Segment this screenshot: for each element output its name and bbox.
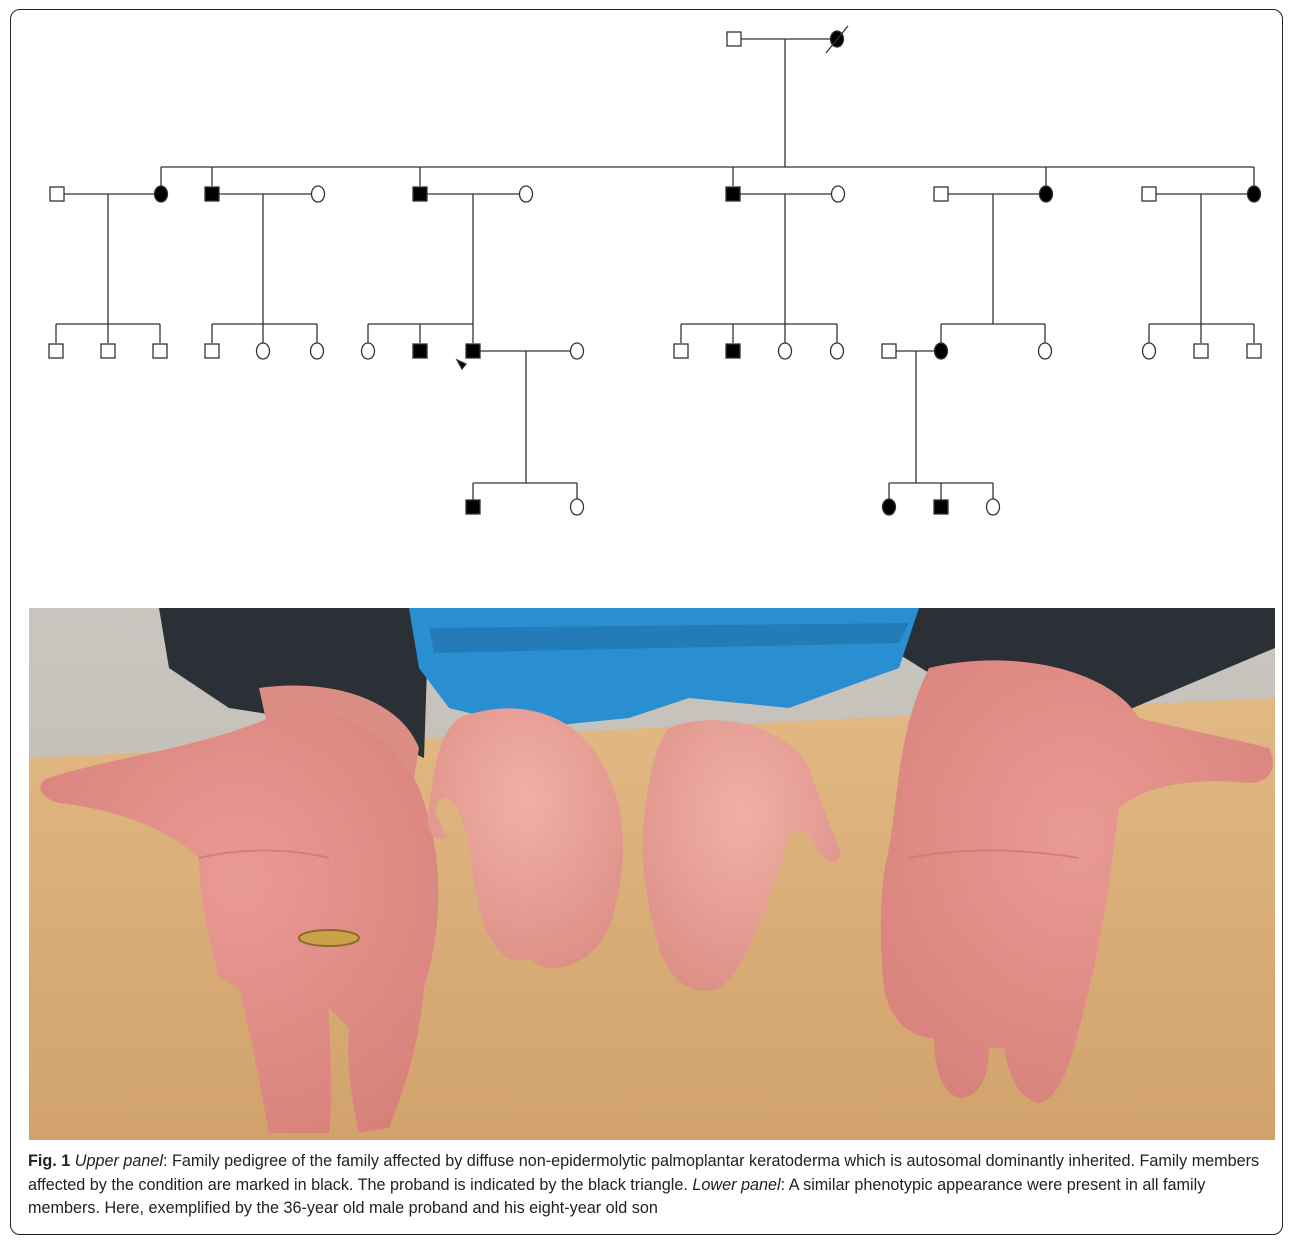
member-female bbox=[779, 343, 792, 359]
member-female bbox=[520, 186, 533, 202]
member-female bbox=[311, 343, 324, 359]
member-male bbox=[882, 344, 896, 358]
lower-panel-label: Lower panel bbox=[692, 1176, 780, 1194]
member-male bbox=[727, 32, 741, 46]
member-female-affected bbox=[883, 499, 896, 515]
member-male-affected bbox=[413, 344, 427, 358]
member-male bbox=[1194, 344, 1208, 358]
figure-caption: Fig. 1 Upper panel: Family pedigree of t… bbox=[28, 1150, 1278, 1221]
member-female-affected bbox=[1248, 186, 1261, 202]
member-female bbox=[257, 343, 270, 359]
member-female bbox=[1039, 343, 1052, 359]
figure-label: Fig. 1 bbox=[28, 1152, 70, 1170]
member-male bbox=[1247, 344, 1261, 358]
member-female bbox=[987, 499, 1000, 515]
member-male-affected bbox=[205, 187, 219, 201]
member-male bbox=[153, 344, 167, 358]
upper-panel-label: Upper panel bbox=[75, 1152, 163, 1170]
member-male-affected bbox=[726, 344, 740, 358]
hands-photo bbox=[29, 608, 1275, 1140]
member-male bbox=[50, 187, 64, 201]
member-female bbox=[571, 499, 584, 515]
member-male bbox=[934, 187, 948, 201]
member-male-affected bbox=[466, 500, 480, 514]
member-male bbox=[674, 344, 688, 358]
member-male bbox=[101, 344, 115, 358]
member-male bbox=[1142, 187, 1156, 201]
pedigree-chart bbox=[0, 0, 1295, 600]
ring bbox=[299, 930, 359, 946]
pedigree-lines bbox=[56, 39, 1254, 500]
member-female bbox=[362, 343, 375, 359]
member-female-affected bbox=[1040, 186, 1053, 202]
member-male-affected bbox=[413, 187, 427, 201]
member-male-affected bbox=[726, 187, 740, 201]
member-male-affected-proband bbox=[466, 344, 480, 358]
member-female-affected bbox=[155, 186, 168, 202]
member-male-affected bbox=[934, 500, 948, 514]
member-female bbox=[571, 343, 584, 359]
pedigree-members bbox=[49, 26, 1261, 515]
proband-arrow bbox=[457, 360, 466, 369]
member-female bbox=[832, 186, 845, 202]
member-female bbox=[312, 186, 325, 202]
member-male bbox=[205, 344, 219, 358]
member-male bbox=[49, 344, 63, 358]
member-female-affected bbox=[935, 343, 948, 359]
member-female bbox=[831, 343, 844, 359]
member-female bbox=[1143, 343, 1156, 359]
